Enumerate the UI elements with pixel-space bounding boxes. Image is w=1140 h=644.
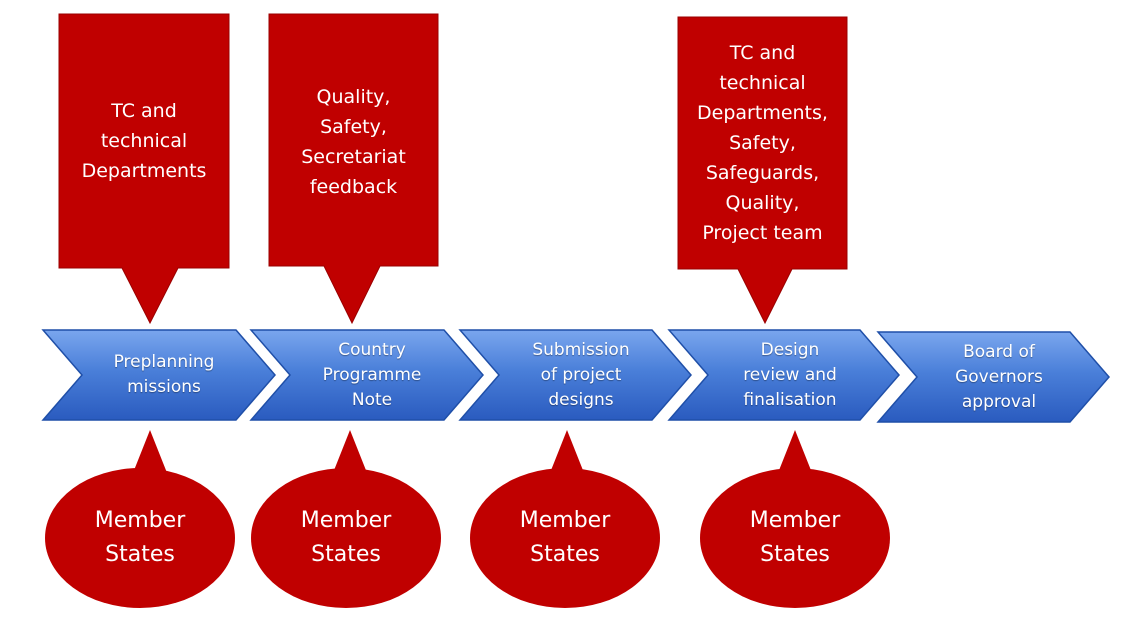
step-chevron-4 [667,329,900,421]
callout-text-1: TC and technical Departments [81,100,207,182]
step-chevron-5 [876,331,1110,423]
bubble-shape-1 [45,430,235,608]
bubble-shape-2 [251,430,441,608]
callout-shape-1 [58,13,230,325]
bubble-text-4: Member States [749,508,841,567]
step-label-3: Submission of project designs [532,339,630,410]
step-chevron-3 [458,329,692,421]
bubble-text-1: Member States [94,508,186,567]
callout-shape-2 [268,13,439,325]
callout-shape-3 [677,16,848,325]
bubble-text-2: Member States [300,508,392,567]
step-label-2: Country Programme Note [322,339,422,410]
bubble-shape-3 [470,430,660,608]
callout-text-3: TC and technical Departments, Safety, Sa… [697,42,828,244]
step-label-1: Preplanning missions [113,352,215,397]
step-label-4: Design review and finalisation [743,339,837,410]
step-chevron-1 [41,329,276,421]
bubble-shape-4 [700,430,890,608]
bubble-text-3: Member States [519,508,611,567]
callout-text-2: Quality, Safety, Secretariat feedback [301,86,406,198]
step-label-5: Board of Governors approval [955,341,1043,412]
step-chevron-2 [249,329,484,421]
